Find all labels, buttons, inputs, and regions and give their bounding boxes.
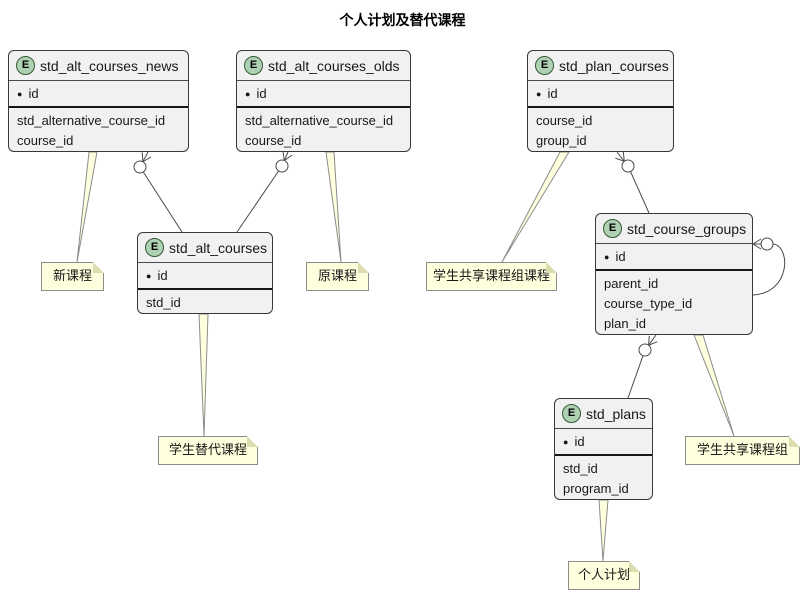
entity-name: std_alt_courses bbox=[169, 239, 268, 256]
note-old-course: 原课程 bbox=[306, 262, 369, 291]
note-connector-shared-group-course bbox=[501, 151, 570, 263]
relation-plan-courses-course-groups bbox=[615, 151, 650, 214]
entity-fields: std_id bbox=[138, 290, 272, 316]
entity-badge-icon: E bbox=[603, 219, 622, 238]
entity-pk-row: ● id bbox=[237, 81, 410, 108]
entity-name: std_plan_courses bbox=[559, 57, 669, 74]
entity-field: course_id bbox=[245, 133, 302, 148]
entity-fields: std_alternative_course_id course_id bbox=[9, 108, 188, 154]
entity-fields: std_id program_id bbox=[555, 456, 652, 502]
pk-bullet-icon: ● bbox=[245, 89, 251, 99]
entity-header: E std_alt_courses_olds bbox=[237, 51, 410, 81]
pk-bullet-icon: ● bbox=[563, 437, 569, 447]
entity-field: course_id bbox=[536, 113, 593, 128]
pk-field: id bbox=[574, 434, 585, 449]
zero-circle-icon bbox=[760, 237, 774, 251]
relation-olds-alt-courses bbox=[236, 151, 293, 233]
relation-course-groups-plans bbox=[627, 334, 658, 399]
note-connector-new-course bbox=[76, 151, 98, 263]
zero-circle-icon bbox=[621, 159, 635, 173]
note-connectors bbox=[76, 151, 735, 562]
entity-header: E std_plan_courses bbox=[528, 51, 673, 81]
entity-field: parent_id bbox=[604, 276, 659, 291]
entity-badge-icon: E bbox=[562, 404, 581, 423]
entity-field: course_id bbox=[17, 133, 74, 148]
note-connector-shared-group bbox=[693, 334, 735, 437]
pk-bullet-icon: ● bbox=[604, 252, 610, 262]
entity-fields: parent_id course_type_id plan_id bbox=[596, 271, 752, 337]
entity-fields: std_alternative_course_id course_id bbox=[237, 108, 410, 154]
entity-name: std_plans bbox=[586, 405, 646, 422]
entity-badge-icon: E bbox=[535, 56, 554, 75]
note-connector-alt-course bbox=[198, 313, 209, 437]
entity-std-alt-courses-news: E std_alt_courses_news ● id std_alternati… bbox=[8, 50, 189, 152]
diagram-title: 个人计划及替代课程 bbox=[339, 12, 466, 28]
entity-header: E std_course_groups bbox=[596, 214, 752, 244]
pk-field: id bbox=[256, 86, 267, 101]
entity-std-alt-courses-olds: E std_alt_courses_olds ● id std_alternati… bbox=[236, 50, 411, 152]
entity-name: std_alt_courses_olds bbox=[268, 57, 400, 74]
entity-badge-icon: E bbox=[16, 56, 35, 75]
entity-field: plan_id bbox=[604, 316, 646, 331]
entity-field: group_id bbox=[536, 133, 587, 148]
entity-std-plan-courses: E std_plan_courses ● id course_id group_i… bbox=[527, 50, 674, 152]
zero-circle-icon bbox=[638, 343, 652, 357]
entity-field: program_id bbox=[563, 481, 629, 496]
note-connector-personal-plan bbox=[598, 499, 609, 562]
relation-news-alt-courses bbox=[133, 151, 183, 233]
entity-field: std_id bbox=[563, 461, 598, 476]
note-new-course: 新课程 bbox=[41, 262, 104, 291]
entity-badge-icon: E bbox=[244, 56, 263, 75]
zero-circle-icon bbox=[133, 160, 147, 174]
entity-name: std_alt_courses_news bbox=[40, 57, 179, 74]
note-alt-course: 学生替代课程 bbox=[158, 436, 258, 465]
entity-header: E std_alt_courses_news bbox=[9, 51, 188, 81]
pk-bullet-icon: ● bbox=[17, 89, 23, 99]
pk-field: id bbox=[28, 86, 39, 101]
entity-field: course_type_id bbox=[604, 296, 693, 311]
pk-field: id bbox=[157, 268, 168, 283]
entity-field: std_id bbox=[146, 295, 181, 310]
pk-bullet-icon: ● bbox=[146, 271, 152, 281]
entity-pk-row: ● id bbox=[138, 263, 272, 290]
note-shared-group-course: 学生共享课程组课程 bbox=[426, 262, 557, 291]
note-shared-group: 学生共享课程组 bbox=[685, 436, 800, 465]
entity-pk-row: ● id bbox=[528, 81, 673, 108]
zero-circle-icon bbox=[275, 159, 289, 173]
entity-relationships bbox=[133, 151, 786, 399]
entity-std-plans: E std_plans ● id std_id program_id bbox=[554, 398, 653, 500]
entity-field: std_alternative_course_id bbox=[245, 113, 394, 128]
entity-name: std_course_groups bbox=[627, 220, 747, 237]
entity-pk-row: ● id bbox=[596, 244, 752, 271]
entity-pk-row: ● id bbox=[9, 81, 188, 108]
entity-header: E std_plans bbox=[555, 399, 652, 429]
entity-fields: course_id group_id bbox=[528, 108, 673, 154]
relation-course-groups-self bbox=[752, 237, 786, 296]
note-personal-plan: 个人计划 bbox=[568, 561, 640, 590]
entity-header: E std_alt_courses bbox=[138, 233, 272, 263]
entity-field: std_alternative_course_id bbox=[17, 113, 166, 128]
pk-bullet-icon: ● bbox=[536, 89, 542, 99]
pk-field: id bbox=[547, 86, 558, 101]
entity-std-alt-courses: E std_alt_courses ● id std_id bbox=[137, 232, 273, 314]
entity-pk-row: ● id bbox=[555, 429, 652, 456]
entity-std-course-groups: E std_course_groups ● id parent_id course… bbox=[595, 213, 753, 335]
entity-badge-icon: E bbox=[145, 238, 164, 257]
note-connector-old-course bbox=[325, 151, 342, 263]
pk-field: id bbox=[615, 249, 626, 264]
